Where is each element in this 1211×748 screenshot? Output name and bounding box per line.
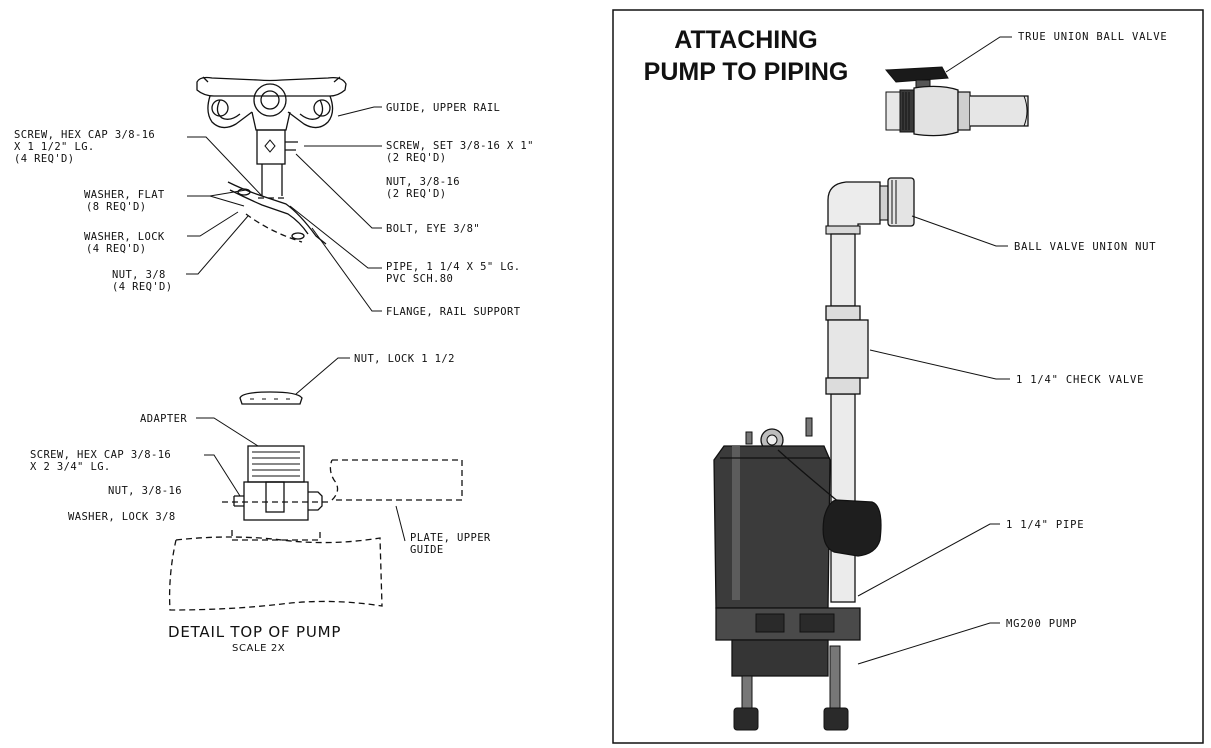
label-nut-3816-bottom: NUT, 3/8-16 (108, 485, 182, 497)
leader-union-nut (911, 215, 1008, 247)
mg200-pump (713, 417, 861, 731)
label-guide-upper-rail: GUIDE, UPPER RAIL (386, 102, 500, 114)
label-screw-set: SCREW, SET 3/8-16 X 1" (386, 140, 534, 152)
label-plate-upper: PLATE, UPPER (410, 532, 491, 544)
upper-guide-plate (329, 459, 463, 501)
label-screw-hex-cap-2: SCREW, HEX CAP 3/8-16 (30, 449, 171, 461)
detail-top-of-pump-drawing (168, 76, 463, 611)
label-nut-3816-top: NUT, 3/8-16 (386, 176, 460, 188)
label-check-valve: 1 1/4" CHECK VALVE (1016, 374, 1144, 386)
leader-pipe (857, 523, 1000, 597)
label-screw-hex-cap-1-size: X 1 1/2" LG. (14, 141, 95, 153)
right-panel-title-line1: ATTACHING (674, 26, 818, 54)
label-adapter: ADAPTER (140, 413, 187, 425)
label-mg200-pump: MG200 PUMP (1006, 618, 1077, 630)
label-nut-38: NUT, 3/8 (112, 269, 166, 281)
label-screw-hex-cap-1: SCREW, HEX CAP 3/8-16 (14, 129, 155, 141)
label-washer-flat: WASHER, FLAT (84, 189, 165, 201)
vertical-pipe (830, 233, 856, 603)
label-screw-set-qty: (2 REQ'D) (386, 152, 447, 164)
adapter (247, 445, 305, 483)
label-washer-lock-qty: (4 REQ'D) (86, 243, 147, 255)
detail-scale: SCALE 2X (232, 643, 285, 654)
ball-valve-union-nut (879, 177, 915, 227)
true-union-ball-valve (884, 66, 1029, 137)
label-screw-hex-cap-2-size: X 2 3/4" LG. (30, 461, 111, 473)
hex-cap-screw-assembly (222, 481, 330, 521)
label-pipe-right: 1 1/4" PIPE (1006, 519, 1084, 531)
label-pipe-sch: PVC SCH.80 (386, 273, 453, 285)
label-pipe: PIPE, 1 1/4 X 5" LG. (386, 261, 520, 273)
label-nut-lock: NUT, LOCK 1 1/2 (354, 353, 455, 365)
leader-pump (857, 622, 1000, 665)
label-washer-lock-38: WASHER, LOCK 3/8 (68, 511, 176, 523)
label-nut-38-qty: (4 REQ'D) (112, 281, 173, 293)
rail-support-flange (227, 181, 327, 245)
upper-rail-guide (196, 76, 347, 131)
detail-caption: DETAIL TOP OF PUMP (168, 623, 341, 641)
label-washer-lock: WASHER, LOCK (84, 231, 165, 243)
label-flange: FLANGE, RAIL SUPPORT (386, 306, 521, 318)
label-washer-flat-qty: (8 REQ'D) (86, 201, 147, 213)
float-switch (777, 449, 882, 557)
pvc-pipe (261, 164, 283, 196)
pump-top-outline (168, 536, 383, 611)
label-true-union-ball-valve: TRUE UNION BALL VALVE (1018, 31, 1168, 43)
label-screw-hex-cap-1-qty: (4 REQ'D) (14, 153, 75, 165)
lock-nut (239, 391, 303, 405)
label-nut-3816-top-qty: (2 REQ'D) (386, 188, 447, 200)
label-ball-valve-union-nut: BALL VALVE UNION NUT (1014, 241, 1156, 253)
right-panel-title-line2: PUMP TO PIPING (644, 58, 849, 86)
label-plate-upper-guide: GUIDE (410, 544, 444, 556)
check-valve (825, 305, 869, 395)
leader-ball-valve (945, 36, 1012, 73)
set-screw-block (256, 129, 286, 165)
label-bolt-eye: BOLT, EYE 3/8" (386, 223, 480, 235)
leader-check-valve (869, 349, 1010, 380)
pipe-elbow (825, 181, 881, 235)
